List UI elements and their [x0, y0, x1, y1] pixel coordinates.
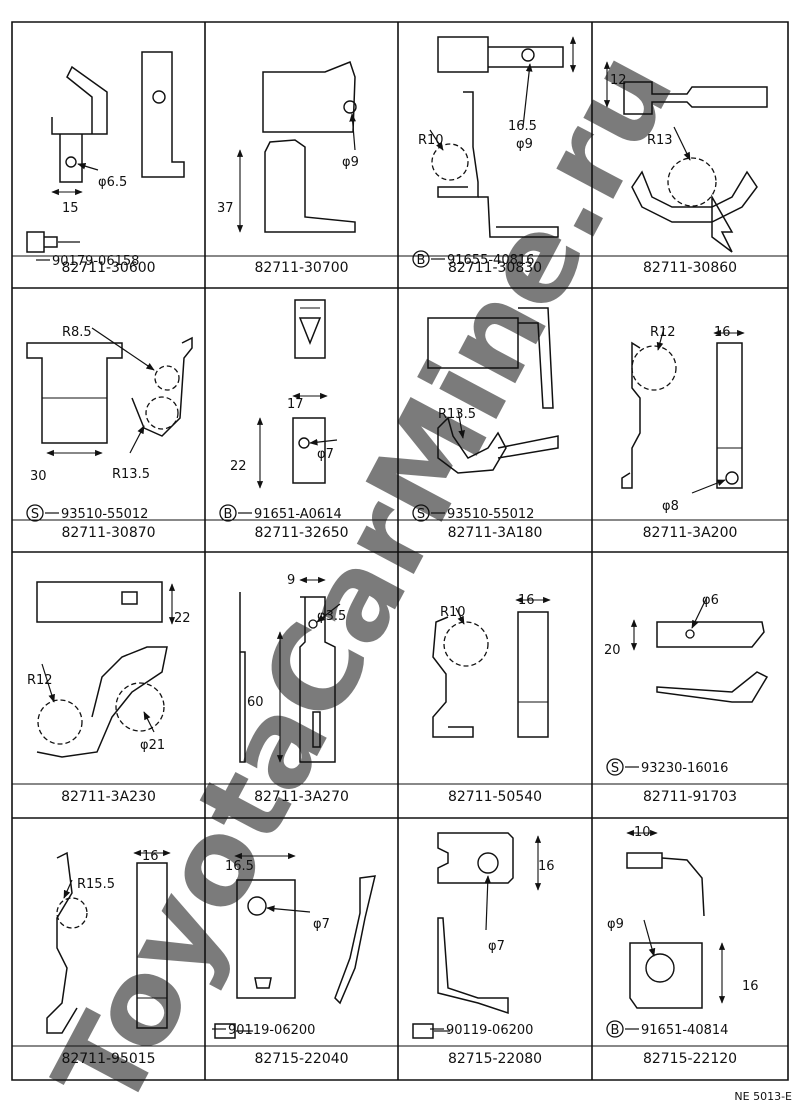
part-number-label: 82711-30860: [643, 260, 737, 276]
dimension-label: 22: [230, 459, 247, 474]
sub-part-prefix-marker: [607, 1021, 623, 1037]
watermark: ToyotaCarMine.ru: [27, 30, 700, 1118]
part-number-label: 82715-22040: [254, 1051, 348, 1067]
sub-part-prefix: B: [224, 507, 233, 522]
dimension-label: 20: [604, 643, 621, 658]
part-number-label: 82711-3A230: [61, 789, 156, 805]
part-cell-82711-3a200: R12 16 φ8: [622, 325, 745, 514]
dimension-label: R15.5: [77, 877, 115, 892]
sub-part-number: 90119-06200: [446, 1023, 533, 1038]
dimension-label: φ8: [662, 499, 679, 514]
dimension-label: φ7: [317, 447, 334, 462]
sub-part-number: 90179-06158: [52, 254, 139, 269]
dimension-label: R8.5: [62, 325, 92, 340]
dimension-label: 10: [634, 825, 651, 840]
part-number-label: 82711-30870: [61, 525, 155, 541]
dimension-label: 16: [742, 979, 759, 994]
sub-part-prefix-marker: [27, 505, 43, 521]
part-cell-82711-3a180: R13.5S 93510-55012: [413, 308, 558, 522]
sub-part-number: 91651-A0614: [254, 507, 342, 522]
dimension-label: 30: [30, 469, 47, 484]
sub-part-number: 93510-55012: [447, 507, 534, 522]
dimension-label: φ3.5: [317, 609, 346, 624]
part-number-label: 82711-50540: [448, 789, 542, 805]
dimension-label: 12: [610, 73, 627, 88]
sub-part-prefix: S: [31, 507, 39, 522]
dimension-label: 37: [217, 201, 234, 216]
dimension-label: φ9: [342, 155, 359, 170]
part-cell-82711-30600: φ6.5 15 90179-06158: [27, 52, 184, 269]
part-number-label: 82715-22120: [643, 1051, 737, 1067]
sub-part-prefix: S: [417, 507, 425, 522]
part-cell-82711-32650: 17 22 φ7B 91651-A0614: [220, 300, 342, 522]
dimension-label: 22: [174, 611, 191, 626]
dimension-label: φ7: [313, 917, 330, 932]
part-number-label: 82711-91703: [643, 789, 737, 805]
dimension-label: φ9: [516, 137, 533, 152]
dimension-label: R12: [27, 673, 53, 688]
sub-part-number: 91651-40814: [641, 1023, 728, 1038]
dimension-label: φ9: [607, 917, 624, 932]
part-cell-82711-3a270: 9 φ3.5 60: [240, 573, 346, 763]
part-number-label: 82711-30700: [254, 260, 348, 276]
part-number-label: 82711-30600: [61, 260, 155, 276]
part-cell-82711-30700: φ9 37: [217, 62, 359, 233]
sub-part-prefix: B: [611, 1023, 620, 1038]
part-cell-82715-22040: 16.5 φ7 90119-06200: [212, 852, 375, 1038]
part-cell-82715-22080: 16 φ7 90119-06200: [413, 833, 555, 1038]
dimension-label: R12: [650, 325, 676, 340]
part-cell-82711-95015: R15.5 16: [47, 849, 171, 1033]
dimension-label: φ21: [140, 738, 165, 753]
dimension-label: R13.5: [438, 407, 476, 422]
dimension-label: 60: [247, 695, 264, 710]
part-number-label: 82711-30830: [448, 260, 542, 276]
dimension-label: 9: [287, 573, 295, 588]
part-cell-82715-22120: 10 φ9 16B 91651-40814: [607, 825, 759, 1038]
part-number-label: 82711-3A180: [448, 525, 543, 541]
sub-part-prefix: B: [417, 253, 426, 268]
dimension-label: 16: [518, 593, 535, 608]
sub-part-prefix-marker: [413, 251, 429, 267]
dimension-label: 16.5: [225, 859, 254, 874]
footer-code: NE 5013-E: [734, 1090, 792, 1103]
dimension-label: 17: [287, 397, 304, 412]
part-cell-82711-91703: φ6 20S 93230-16016: [604, 593, 767, 776]
dimension-label: R10: [418, 133, 444, 148]
dimension-label: R13.5: [112, 467, 150, 482]
dimension-label: 16: [142, 849, 159, 864]
catalog-grid: [12, 22, 788, 1080]
sub-part-prefix-marker: [607, 759, 623, 775]
part-cell-82711-30870: R8.5 30 R13.5S 93510-55012: [27, 325, 192, 522]
part-number-label: 82711-32650: [254, 525, 348, 541]
sub-part-number: 91655-40816: [447, 253, 534, 268]
dimension-label: 16.5: [508, 119, 537, 134]
dimension-label: 15: [62, 201, 79, 216]
part-number-label: 82711-3A270: [254, 789, 349, 805]
part-cell-82711-50540: R10 16: [433, 593, 551, 737]
sub-part-prefix-marker: [413, 505, 429, 521]
sub-part-number: 93230-16016: [641, 761, 728, 776]
sub-part-prefix: S: [611, 761, 619, 776]
dimension-label: φ7: [488, 939, 505, 954]
sub-part-prefix-marker: [220, 505, 236, 521]
dimension-label: R13: [647, 133, 673, 148]
dimension-label: φ6.5: [98, 175, 127, 190]
part-number-label: 82711-3A200: [643, 525, 738, 541]
dimension-label: φ6: [702, 593, 719, 608]
dimension-label: R10: [440, 605, 466, 620]
part-number-label: 82711-95015: [61, 1051, 155, 1067]
part-number-label: 82715-22080: [448, 1051, 542, 1067]
dimension-label: 16: [538, 859, 555, 874]
dimension-label: 16: [714, 325, 731, 340]
sub-part-number: 90119-06200: [228, 1023, 315, 1038]
sub-part-number: 93510-55012: [61, 507, 148, 522]
